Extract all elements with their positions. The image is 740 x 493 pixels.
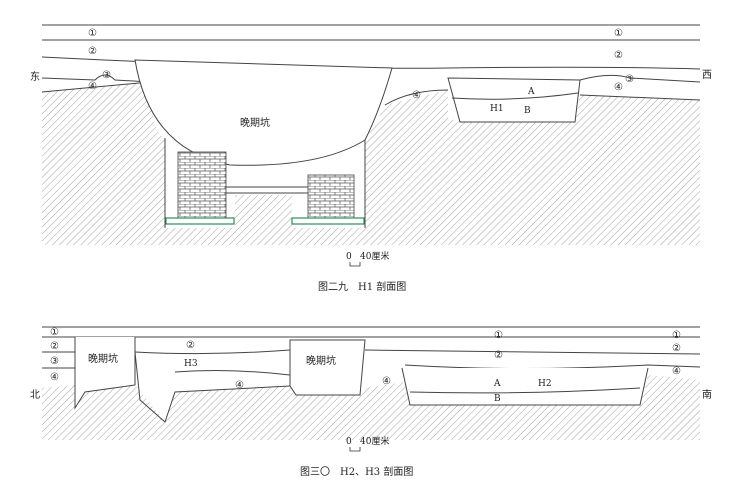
- fig2-h3-outline: [134, 351, 291, 423]
- fig2-layer-label-left-3: ③: [50, 356, 59, 367]
- fig2-layer-label-h3-4: ④: [235, 380, 244, 391]
- fig1-scale-zero: 0: [346, 252, 352, 262]
- fig2-caption: 图三〇 H2、H3 剖面图: [300, 465, 413, 478]
- fig2-layer-label-left-1: ①: [50, 327, 59, 338]
- fig2-direction-right: 南: [702, 388, 712, 401]
- fig2-layer-label-mid-2: ②: [494, 350, 503, 361]
- fig1-layer-label-left-3: ③: [102, 70, 111, 81]
- fig1-direction-right: 西: [702, 70, 712, 81]
- fig2-sub-b-label: B: [494, 394, 501, 404]
- fig2-natural-soil: [42, 375, 700, 440]
- fig1-layer-label-right-4: ④: [614, 82, 623, 93]
- fig2-layer-label-mid-4: ④: [382, 376, 391, 387]
- fig2-layer-label-right-4: ④: [672, 366, 681, 377]
- fig2-direction-left: 北: [30, 389, 40, 401]
- fig2-h2-label: H2: [538, 379, 552, 389]
- fig2-layer-label-right-1: ①: [672, 330, 681, 341]
- fig1-caption: 图二九 H1 剖面图: [318, 280, 406, 293]
- fig2-late-pit-1: [74, 337, 136, 410]
- figure2-section: 北 南 ① ② ③ ④ 晚期坑 ② H3 ④ 晚期坑 ④ ① ② A H2 B …: [30, 326, 712, 478]
- fig1-layer-label-mid-4: ④: [412, 90, 421, 101]
- fig2-late-pit-label-1: 晚期坑: [88, 352, 118, 365]
- fig1-layer-label-right-1: ①: [614, 28, 623, 39]
- fig1-brick-pier-right: [307, 174, 355, 219]
- fig1-layer-label-left-2: ②: [88, 46, 97, 57]
- fig1-h1-pit: [447, 77, 581, 123]
- fig1-sub-b-label: B: [524, 106, 531, 116]
- fig2-layer-label-right-2: ②: [672, 343, 681, 354]
- fig1-layer-label-right-3: ③: [625, 74, 634, 85]
- fig2-layer3-bottom: [42, 364, 701, 369]
- fig2-late-pit-label-2: 晚期坑: [306, 354, 336, 367]
- fig2-sub-a-label: A: [493, 379, 501, 389]
- fig2-layer-label-left-4: ④: [50, 372, 59, 383]
- fig1-scale-bar: 0 40厘米: [346, 250, 389, 267]
- fig1-h1-ab-line: [451, 92, 579, 100]
- fig1-layer-label-left-1: ①: [88, 28, 97, 39]
- fig1-pit-shaft: [164, 138, 366, 228]
- fig1-brick-pier-left: [177, 151, 227, 219]
- fig1-layer-label-right-2: ②: [614, 50, 623, 61]
- fig1-sub-a-label: A: [527, 87, 535, 97]
- fig1-layer4-top: [41, 81, 701, 106]
- fig1-pier-base-left: [165, 217, 235, 225]
- fig1-natural-soil: [42, 82, 700, 245]
- fig2-layer-label-h3-2: ②: [186, 340, 195, 351]
- fig2-scale-zero: 0: [346, 437, 352, 447]
- fig2-h3-label: H3: [184, 359, 198, 369]
- fig1-direction-left: 东: [30, 70, 40, 83]
- fig2-layer-label-left-2: ②: [50, 341, 59, 352]
- fig2-h3-inner: [174, 370, 291, 376]
- fig1-scale-text: 40厘米: [360, 250, 389, 262]
- fig1-layer3-line-left: [41, 74, 151, 83]
- fig2-layer2-bottom: [42, 349, 701, 355]
- fig1-late-pit-label: 晚期坑: [240, 116, 270, 129]
- fig1-layer3-line-right: [579, 74, 701, 83]
- fig2-scale-text: 40厘米: [360, 435, 389, 447]
- fig1-h1-label: H1: [490, 104, 504, 114]
- fig1-pier-base-right: [291, 217, 365, 225]
- figure1-section: 东 西 ① ② ③ ④ ① ② ③ ④ ④ 晚期坑 H1 A B 0 40厘米 …: [30, 24, 712, 293]
- fig2-scale-bar: 0 40厘米: [346, 435, 389, 452]
- fig1-late-pit-outline: [134, 59, 393, 166]
- fig2-h2-ab-line: [409, 387, 641, 394]
- fig2-late-pit-2: [289, 339, 366, 396]
- fig2-layer-label-mid-1: ①: [494, 330, 503, 341]
- fig2-h2-outline: [401, 367, 649, 406]
- fig1-layer-label-left-4: ④: [88, 81, 97, 92]
